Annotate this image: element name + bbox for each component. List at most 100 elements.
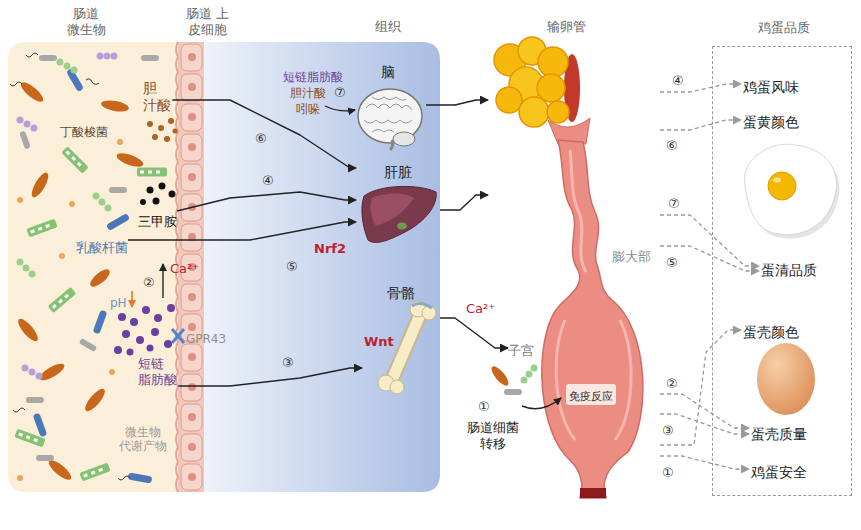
tissue-region: 组织脑肝脏骨骼 [204,42,440,492]
metabolite-name: 胆汁酸 [290,86,326,100]
column-heading: 输卵管 [547,18,586,36]
follicle-drawing-part [547,101,569,123]
epithelium-cells-part [181,44,202,71]
liver-drawing-part [397,223,407,230]
brain-drawing-part [393,132,415,146]
bacteria-part [111,53,118,60]
dashed-connector [660,120,741,130]
bone-drawing-part [390,380,404,394]
bacteria-part [13,408,25,412]
node-text: 鸡蛋安全 [751,464,807,482]
gene-name-holder: Nrf2 [314,238,346,257]
bacteria-part [64,63,71,70]
bacteria-part [26,53,38,57]
node-text: 肝脏 [384,164,412,182]
callout-number-holder: ② [143,272,155,291]
bacteria-part [69,201,75,207]
edge-label-holder: ⑤ [286,256,298,275]
gene-name: Nrf2 [314,241,346,257]
bacteria-part [115,151,145,170]
connector [426,100,488,105]
metabolite-dots-part [118,313,126,321]
bacteria-transfer-part [504,389,522,395]
brain-drawing-part [364,120,412,123]
signal-arrows-part [162,264,163,298]
oviduct-drawing-part [556,320,575,440]
bacteria-part [93,193,100,200]
ion-name: Ca²⁺ [170,261,199,277]
connector [172,100,356,168]
epithelium-cells-part [188,293,196,301]
node-text: 三甲胺 [138,213,177,231]
gene-name: Wnt [364,334,394,350]
bacteria-part [99,199,106,206]
metabolite-node: 胆 汁酸 [143,80,172,114]
callout-number-holder: ① [478,396,490,415]
bacteria-part-part [53,292,71,307]
oviduct-part: 膨大部 [612,246,651,266]
bacteria-part-part [48,287,77,313]
bacteria-part [86,79,99,84]
edge-label: Ca²⁺ [466,301,495,317]
metabolite-node: 短链 脂肪酸 [138,356,178,389]
epithelium-cells-part [188,353,196,361]
bacteria-part [100,99,129,114]
dashed-connector [660,246,759,271]
bacteria-part [36,455,54,461]
bacteria-part [141,55,159,61]
liver-drawing-part [362,186,436,242]
edge-label-holder: ③ [662,420,674,439]
bacteria-part-part [67,152,84,169]
receptor-name-holder: GPR43 [186,328,226,347]
ion-name-holder: Ca²⁺ [170,258,199,277]
metabolite-dots-part [158,125,164,131]
epithelium-cells-part [188,173,196,181]
epithelium-cells-part [188,143,196,151]
bone-drawing-part [392,310,422,380]
bacteria-part [88,266,113,289]
oviduct-part: 子宫 [508,340,534,360]
epithelium-cells-part [188,473,196,481]
bacteria-part-part [61,146,89,174]
bacteria-part [109,369,115,375]
bacteria-part [15,316,41,344]
epithelium-cells-part [181,164,202,191]
follicle-drawing [494,37,580,127]
process-label: 肠道细菌 转移 [466,420,519,451]
bacteria-part [17,117,24,124]
bacteria-part [93,310,108,335]
epithelium-cells-part [181,284,202,311]
column-heading: 组织 [375,18,401,36]
bacteria-part [17,475,23,481]
quality-box: 鸡蛋品质鸡蛋风味蛋黄颜色蛋清品质蛋壳颜色蛋壳质量鸡蛋安全 [712,46,852,496]
connector [177,192,356,211]
node-text: 蛋壳质量 [751,426,807,444]
node-text: 膨大部 [612,248,651,266]
connector [440,318,508,348]
quality-item: 鸡蛋风味 [741,76,801,98]
quality-item: 蛋壳颜色 [741,321,801,343]
metabolite-dots-part [151,328,159,336]
bacteria-name: 丁酸梭菌 [60,125,108,139]
epithelium-cells-part [188,83,196,91]
quality-item: 蛋黄颜色 [741,111,801,133]
edge-label-holder: ③ [282,352,294,371]
process-label-holder: 肠道细菌 转移 [466,420,519,452]
edge-label-holder: ⑥ [255,128,267,147]
liver-drawing-part [370,194,414,227]
bacteria-transfer-part [522,398,561,409]
metabolite-dots-part [122,330,130,338]
bacteria-part [97,53,104,60]
bacteria-part [33,413,48,438]
epithelium-cells-part [181,464,202,490]
bacteria-part [59,253,65,259]
bacteria-part-part [79,463,110,482]
egg [757,343,815,415]
receptor-name: GPR43 [186,332,226,346]
edge-label-holder: ⑦ [668,193,680,212]
callout-number: ② [143,275,155,291]
metabolite-dots-part [140,199,146,205]
bacteria-part-part [137,168,167,177]
follicle-drawing-part [538,47,568,77]
